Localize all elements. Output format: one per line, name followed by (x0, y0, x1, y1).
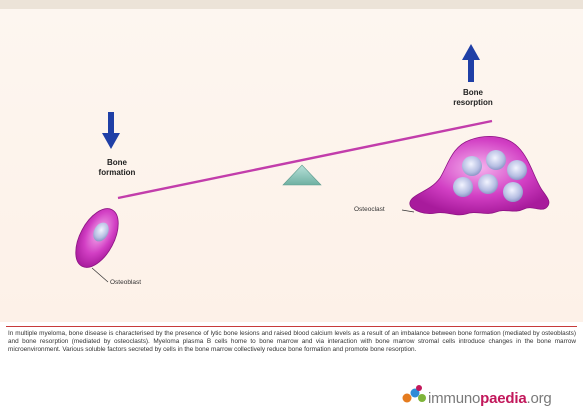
caption-text: In multiple myeloma, bone disease is cha… (8, 330, 576, 353)
imbalance-diagram (0, 0, 583, 322)
osteoclast-cell (410, 136, 549, 214)
arrow-down-icon (102, 112, 120, 149)
osteoclast-pointer (402, 210, 414, 212)
logo-text: immunopaedia.org (428, 390, 552, 407)
osteoblast-pointer (92, 268, 108, 282)
molecule-icon (400, 384, 428, 406)
osteoclast-label: Osteoclast (354, 206, 385, 213)
logo-text-org: .org (526, 390, 551, 407)
logo-text-immuno: immuno (428, 390, 480, 407)
arrow-up-icon (462, 44, 480, 82)
caption-divider (6, 326, 577, 327)
osteoblast-cell (67, 202, 127, 274)
bone-formation-label: Bone formation (92, 158, 142, 178)
osteoblast-label: Osteoblast (110, 279, 141, 286)
bone-resorption-label: Bone resorption (448, 88, 498, 108)
logo-text-paedia: paedia (480, 390, 526, 407)
fulcrum (283, 165, 321, 185)
immunopaedia-logo: immunopaedia.org (400, 382, 580, 412)
